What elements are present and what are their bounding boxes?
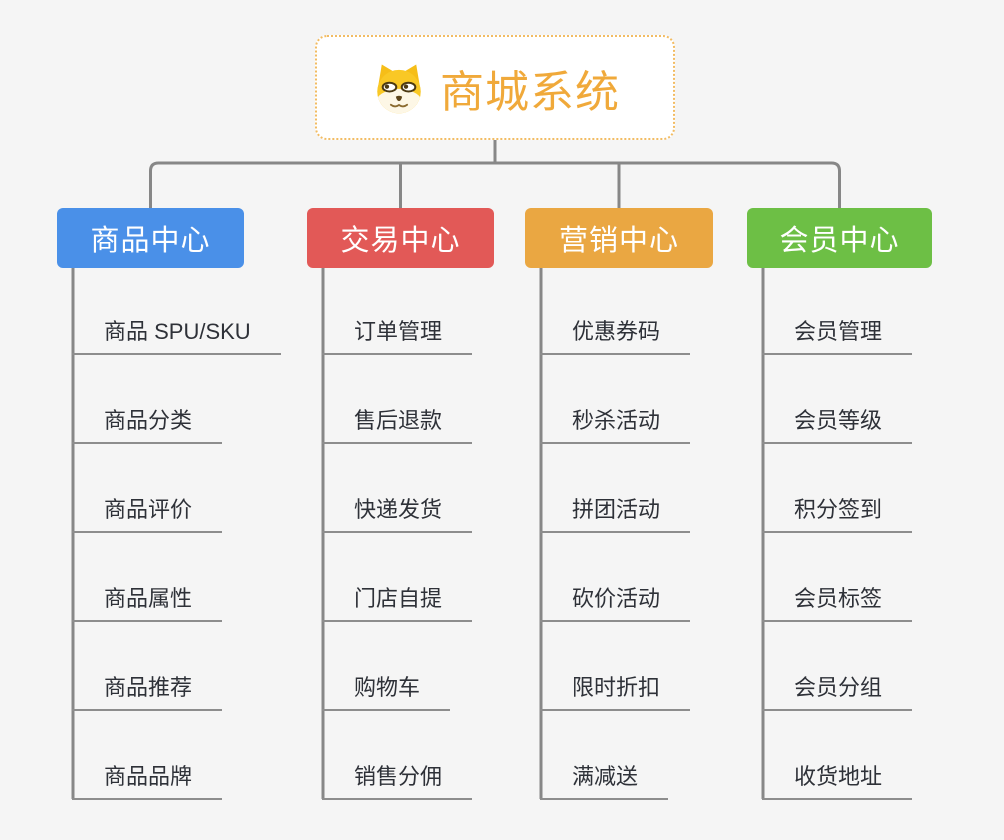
subtopic-node[interactable]: 售后退款 [322, 408, 473, 444]
branch-label: 营销中心 [558, 225, 679, 257]
branch-node-4[interactable]: 会员中心 [747, 208, 932, 268]
subtopic-node[interactable]: 拼团活动 [540, 497, 691, 533]
branch-label: 商品中心 [90, 225, 211, 257]
branch-label: 交易中心 [340, 225, 461, 257]
branch-node-3[interactable]: 营销中心 [525, 208, 713, 268]
subtopic-node[interactable]: 商品分类 [72, 408, 223, 444]
subtopic-node[interactable]: 满减送 [540, 764, 669, 800]
subtopic-node[interactable]: 会员管理 [762, 319, 913, 355]
subtopic-node[interactable]: 订单管理 [322, 319, 473, 355]
subtopic-node[interactable]: 快递发货 [322, 497, 473, 533]
subtopic-node[interactable]: 商品 SPU/SKU [72, 319, 281, 355]
root-node[interactable]: 商城系统 [315, 35, 675, 140]
subtopic-node[interactable]: 收货地址 [762, 764, 913, 800]
subtopic-node[interactable]: 积分签到 [762, 497, 913, 533]
subtopic-node[interactable]: 限时折扣 [540, 675, 691, 711]
subtopic-node[interactable]: 门店自提 [322, 586, 473, 622]
subtopic-node[interactable]: 商品品牌 [72, 764, 223, 800]
subtopic-node[interactable]: 会员分组 [762, 675, 913, 711]
branch-node-2[interactable]: 交易中心 [307, 208, 494, 268]
subtopic-node[interactable]: 商品评价 [72, 497, 223, 533]
subtopic-node[interactable]: 秒杀活动 [540, 408, 691, 444]
root-title: 商城系统 [440, 67, 620, 117]
subtopic-node[interactable]: 销售分佣 [322, 764, 473, 800]
subtopic-node[interactable]: 会员等级 [762, 408, 913, 444]
dog-face-icon [370, 60, 428, 116]
subtopic-node[interactable]: 购物车 [322, 675, 451, 711]
subtopic-node[interactable]: 优惠券码 [540, 319, 691, 355]
subtopic-node[interactable]: 商品推荐 [72, 675, 223, 711]
subtopic-node[interactable]: 砍价活动 [540, 586, 691, 622]
subtopic-node[interactable]: 商品属性 [72, 586, 223, 622]
subtopic-node[interactable]: 会员标签 [762, 586, 913, 622]
branch-label: 会员中心 [779, 225, 900, 257]
branch-node-1[interactable]: 商品中心 [57, 208, 244, 268]
